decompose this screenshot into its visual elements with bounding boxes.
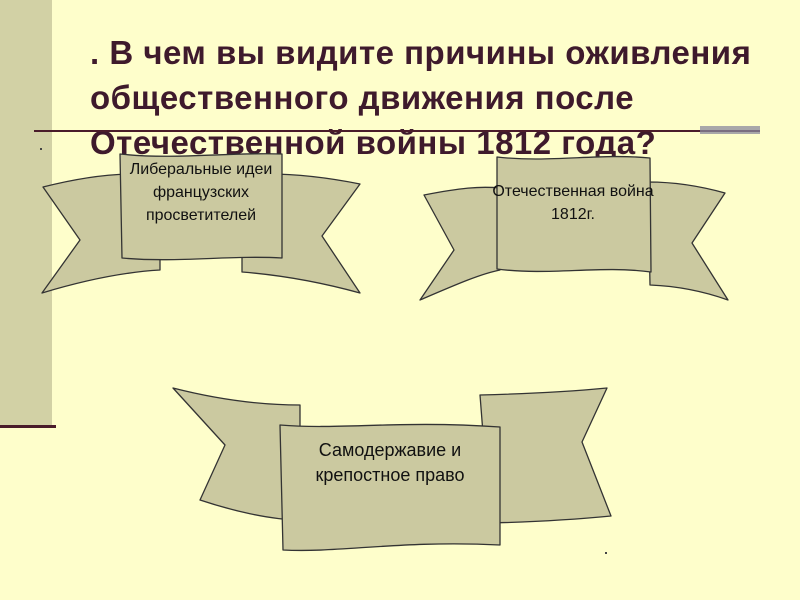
node-label-patriotic-war: Отечественная война 1812г. [492,183,654,223]
left-decor-rule [0,425,56,428]
title-rule [34,130,760,132]
slide-title: . В чем вы видите причины оживления обще… [90,34,752,161]
decor-dot [605,552,607,554]
left-decor-bar [0,0,52,425]
banner-liberal-ideas [41,153,361,294]
node-label-liberal-ideas: Либеральные идеи французских просветител… [129,161,273,224]
decor-dot [40,148,42,150]
title-rule-shadow [700,126,760,134]
banner-patriotic-war [419,155,729,301]
node-label-autocracy-serfdom: Самодержавие и крепостное право [315,440,465,485]
banner-autocracy-serfdom [172,387,612,552]
